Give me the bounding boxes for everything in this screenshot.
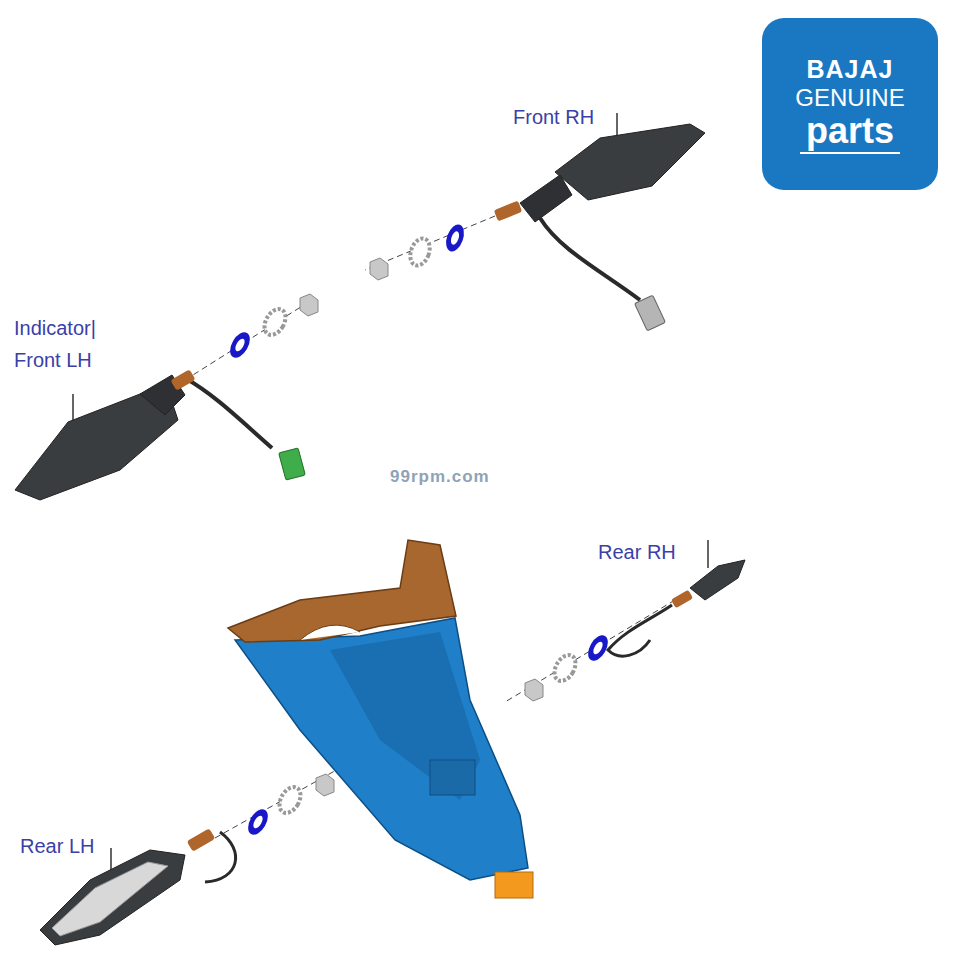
fender-bracket (228, 540, 456, 642)
axis-line (185, 298, 315, 380)
rubber-washer-hole (449, 230, 460, 246)
rubber-washer-hole (591, 640, 604, 656)
wire (608, 605, 672, 656)
rear-fender (235, 618, 528, 880)
nut (316, 774, 334, 796)
indicator-lens (52, 862, 168, 936)
part-label: Indicator| Front LH (14, 312, 132, 376)
star-washer (550, 651, 580, 684)
logo-text: BAJAJ (807, 54, 894, 84)
wire-connector (635, 295, 666, 331)
wire-connector (279, 448, 306, 480)
indicator-lens (555, 124, 705, 200)
leader-line (72, 394, 74, 421)
bracket-cutout (300, 625, 360, 640)
indicator-lens (15, 394, 178, 500)
indicator-lens (690, 560, 745, 600)
logo-text: parts (800, 112, 900, 154)
indicator-housing (40, 850, 185, 945)
mounting-bolt (671, 590, 693, 609)
nut (525, 679, 543, 701)
axis-line (215, 768, 340, 838)
nut (300, 294, 318, 316)
rubber-washer (443, 222, 468, 254)
part-label: Front RH (513, 101, 594, 133)
mounting-bolt (170, 369, 195, 390)
logo-text: GENUINE (795, 84, 904, 112)
rubber-washer (244, 806, 272, 838)
plate-mount (430, 760, 475, 795)
rubber-washer (226, 329, 254, 361)
mounting-bolt (494, 201, 523, 222)
wire (540, 218, 640, 300)
indicator-stem (520, 175, 572, 222)
mounting-bolt (187, 828, 216, 851)
wire (185, 378, 272, 448)
logo-badge: BAJAJGENUINEparts (762, 18, 938, 190)
rubber-washer-hole (233, 337, 246, 353)
fender-shade (330, 632, 480, 800)
watermark: 99rpm.com (390, 466, 490, 488)
rubber-washer (584, 632, 612, 664)
rubber-washer-hole (251, 814, 264, 830)
part-label: Rear RH (598, 536, 676, 568)
star-washer (260, 305, 290, 338)
leader-line (616, 113, 618, 136)
leader-line (707, 540, 709, 568)
star-washer (407, 236, 433, 268)
nut (370, 258, 388, 280)
axis-line (505, 600, 675, 702)
reflector-tab (495, 872, 533, 898)
star-washer (275, 783, 305, 816)
part-label: Rear LH (20, 830, 94, 862)
